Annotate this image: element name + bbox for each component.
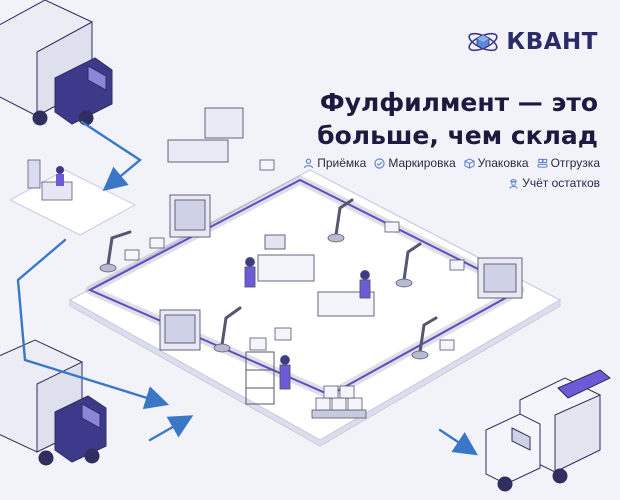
person-icon <box>304 158 314 168</box>
headline-line-2: больше, чем склад <box>317 121 598 150</box>
feature-item-uchet-ostatkov: Учёт остатков <box>508 176 600 190</box>
storage-shelf <box>245 351 275 405</box>
box-icon <box>464 157 475 169</box>
machine-stations <box>159 107 523 351</box>
pallet <box>311 385 367 419</box>
feature-item-otgruzka: Отгрузка <box>536 156 600 170</box>
robot-arms <box>106 198 438 354</box>
brand: КВАНТ <box>466 28 598 56</box>
headline: Фулфилмент — это больше, чем склад <box>317 86 598 152</box>
feature-label: Маркировка <box>388 156 456 170</box>
truck-top-left <box>0 0 113 126</box>
parcels <box>124 159 465 351</box>
delivery-van <box>485 369 611 492</box>
worker-icon <box>509 178 518 189</box>
conveyor-icon <box>536 158 548 168</box>
truck-bottom-left <box>0 339 107 466</box>
flow-arrows <box>16 120 478 456</box>
feature-label: Приёмка <box>317 156 367 170</box>
feature-label: Учёт остатков <box>522 176 600 190</box>
brand-name: КВАНТ <box>506 29 598 55</box>
reception-platform <box>8 169 137 236</box>
feature-item-upakovka: Упаковка <box>464 156 529 170</box>
feature-label: Отгрузка <box>550 156 600 170</box>
workstations <box>244 234 375 390</box>
feature-item-priemka: Приёмка <box>303 156 366 170</box>
atom-cube-icon <box>468 32 499 52</box>
feature-item-markirovka: Маркировка <box>374 156 456 170</box>
feature-label: Упаковка <box>477 156 529 170</box>
feature-list: Приёмка Маркировка Упаковка Отгрузка Учё… <box>270 156 600 190</box>
headline-line-1: Фулфилмент — это <box>319 88 598 117</box>
check-circle-icon <box>374 157 385 169</box>
